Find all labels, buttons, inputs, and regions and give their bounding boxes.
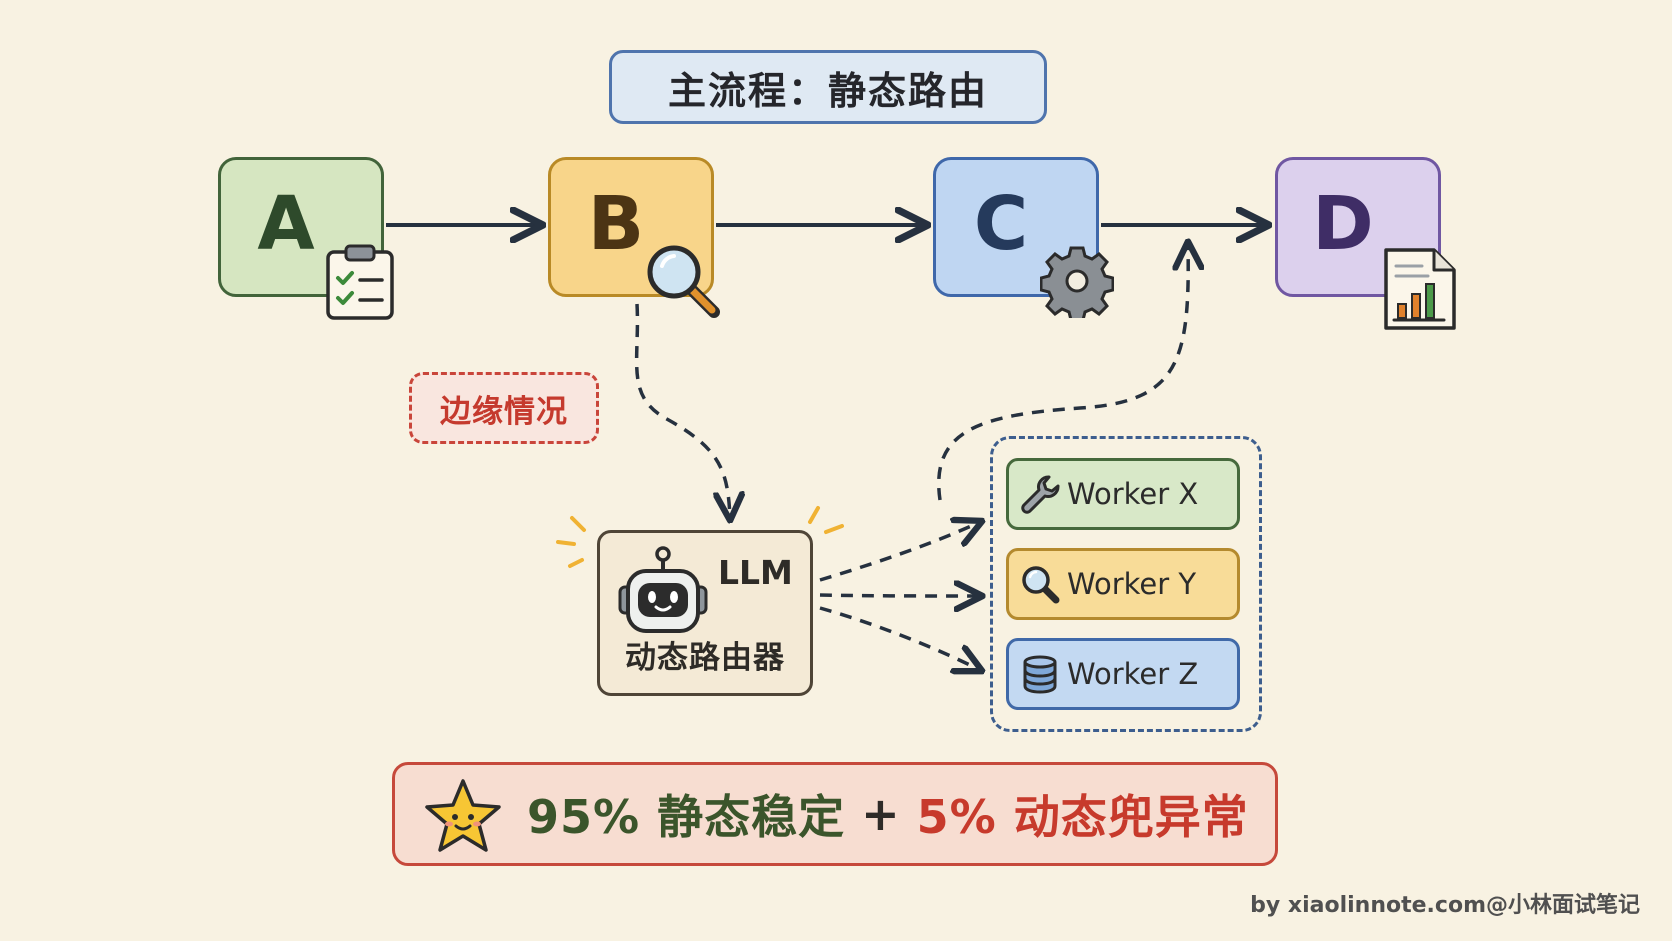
summary-text: 95% 静态稳定 + 5% 动态兜异常 xyxy=(527,765,1249,863)
worker-group xyxy=(990,436,1262,732)
node-a-label: A xyxy=(257,181,315,267)
router-spark-lines xyxy=(556,506,844,568)
router-name-label: 动态路由器 xyxy=(625,640,785,676)
worker-y-label: Worker Y xyxy=(1067,567,1197,601)
router-llm-label: LLM xyxy=(718,553,793,592)
worker-z[interactable]: Worker Z xyxy=(1006,638,1240,710)
node-c-label: C xyxy=(973,181,1029,267)
worker-x[interactable]: Worker X xyxy=(1006,458,1240,530)
gear-icon xyxy=(1040,246,1114,318)
node-c[interactable]: C xyxy=(933,157,1099,297)
star-icon xyxy=(425,779,501,852)
main-flow-title: 主流程：静态路由 xyxy=(609,50,1047,124)
node-d[interactable]: D xyxy=(1275,157,1441,297)
author-credit: by xiaolinnote.com@小林面试笔记 xyxy=(1250,893,1640,918)
summary-dynamic-part: 5% 动态兜异常 xyxy=(916,790,1249,844)
dashed-arrow-workers-to-main-flow xyxy=(937,244,1188,501)
robot-icon xyxy=(618,546,708,633)
dashed-arrow-router-to-worker-z xyxy=(819,606,980,670)
magnifier-icon xyxy=(647,245,720,318)
node-d-label: D xyxy=(1312,181,1374,267)
clipboard-checklist-icon xyxy=(326,244,394,320)
wrench-icon xyxy=(1021,475,1060,514)
dashed-arrow-b-to-router xyxy=(634,303,730,518)
worker-y[interactable]: Worker Y xyxy=(1006,548,1240,620)
magnifier-icon xyxy=(1022,566,1060,604)
summary-static-part: 95% 静态稳定 xyxy=(527,790,846,844)
worker-x-label: Worker X xyxy=(1067,477,1199,511)
edge-case-label: 边缘情况 xyxy=(409,372,599,444)
summary-banner: 95% 静态稳定 + 5% 动态兜异常 xyxy=(392,762,1278,866)
summary-plus: + xyxy=(861,787,901,841)
report-chart-icon xyxy=(1384,248,1456,330)
database-icon xyxy=(1023,655,1057,694)
node-b-label: B xyxy=(587,181,645,267)
worker-z-label: Worker Z xyxy=(1067,657,1199,691)
dashed-arrow-router-to-worker-y xyxy=(819,595,980,596)
llm-dynamic-router[interactable]: LLM 动态路由器 xyxy=(597,530,813,696)
dashed-arrow-router-to-worker-x xyxy=(819,522,980,582)
